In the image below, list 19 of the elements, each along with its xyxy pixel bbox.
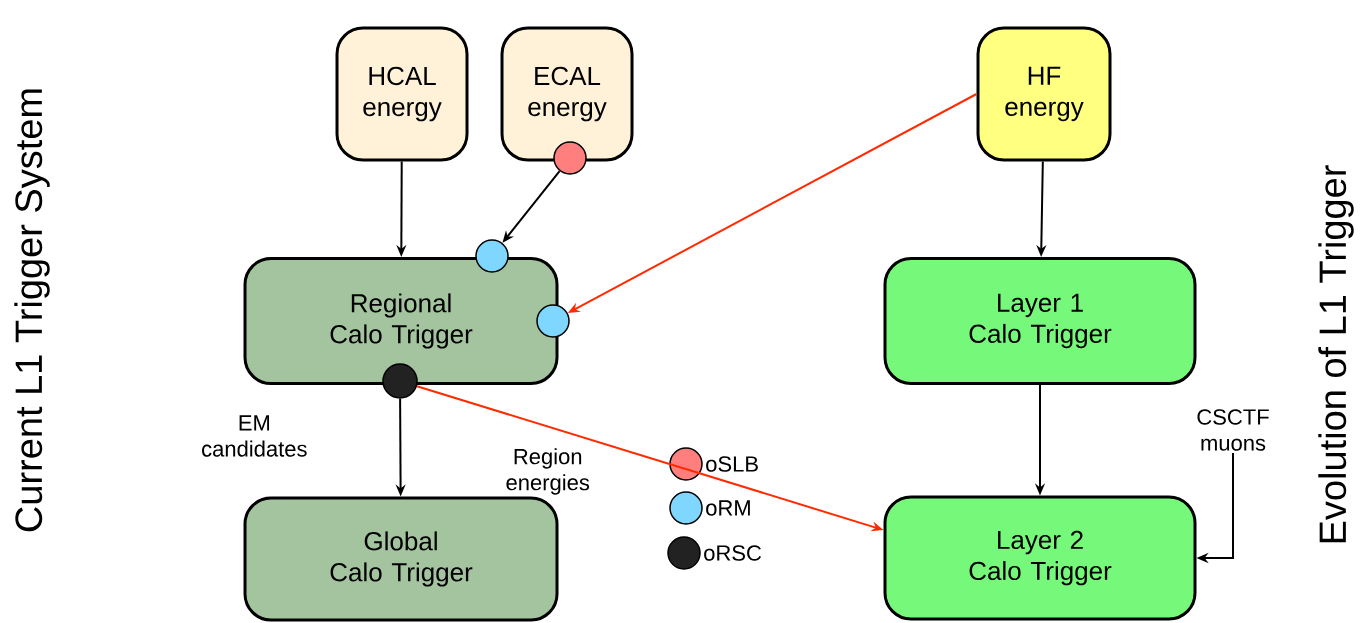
port-circle xyxy=(382,363,418,399)
process-box: HCAL energy xyxy=(335,26,469,162)
process-box: HF energy xyxy=(976,26,1112,162)
vertical-title: Evolution of L1 Trigger xyxy=(1318,165,1354,543)
process-box: Layer 1 Calo Trigger xyxy=(883,257,1197,385)
process-box: Layer 2 Calo Trigger xyxy=(883,495,1197,621)
port-circle xyxy=(553,141,587,175)
port-circle xyxy=(536,304,570,338)
process-box: Global Calo Trigger xyxy=(243,496,559,622)
edge-label: Region energies xyxy=(494,447,602,496)
vertical-title: Current L1 Trigger System xyxy=(14,89,50,532)
node-label: CSCTF muons xyxy=(1197,409,1269,451)
legend-label: oSLB xyxy=(706,456,758,472)
edge-label: EM candidates xyxy=(190,414,318,458)
legend-label: oRM xyxy=(706,500,750,516)
port-circle xyxy=(475,239,509,273)
process-box: Regional Calo Trigger xyxy=(243,257,559,385)
process-box: ECAL energy xyxy=(500,26,634,162)
legend-label: oRSC xyxy=(704,545,762,561)
